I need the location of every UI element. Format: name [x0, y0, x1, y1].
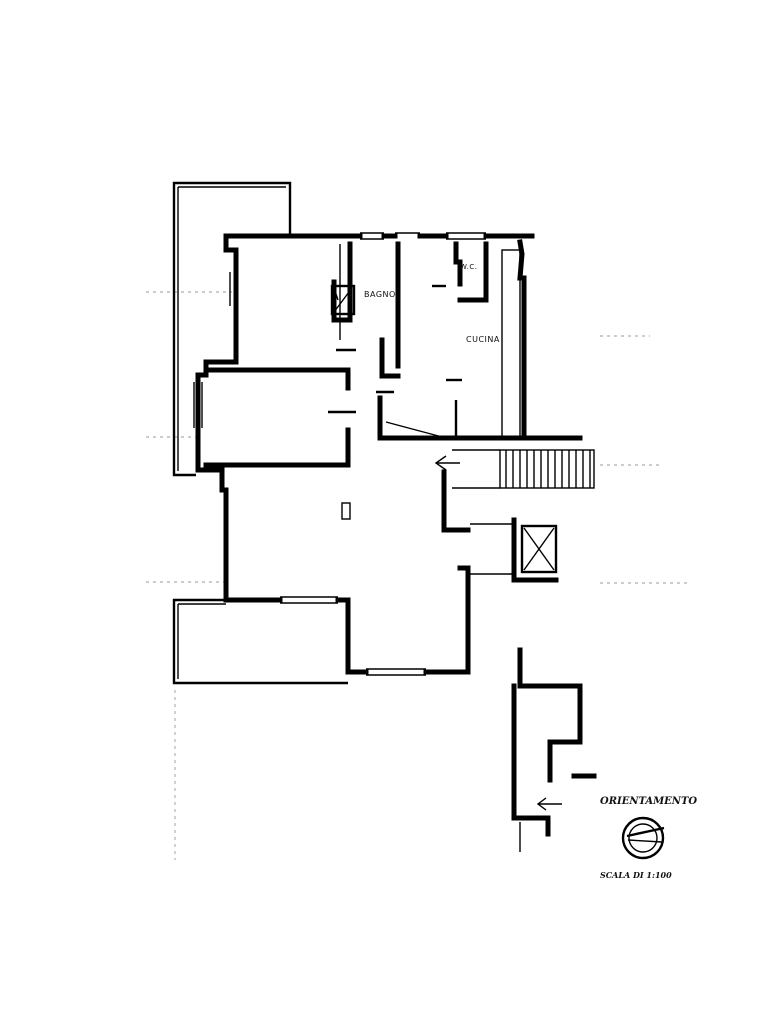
windows	[193, 232, 486, 676]
bathroom-shaft	[330, 244, 356, 340]
living-column	[341, 502, 351, 520]
elevator-shaft	[470, 517, 559, 583]
guide-lines	[146, 291, 690, 860]
lower-right-structure	[511, 647, 597, 852]
scale-label: SCALA DI 1:100	[600, 870, 672, 880]
landing-line	[385, 421, 447, 439]
balcony-bottom-left	[172, 598, 348, 685]
room-label-cucina: CUCINA	[466, 335, 500, 344]
room-label-wc: W.C.	[460, 263, 477, 271]
orientation-label: ORIENTAMENTO	[600, 796, 697, 807]
terrace-left	[172, 181, 292, 477]
entrance-arrow	[434, 455, 460, 471]
room-label-bagno: BAGNO	[364, 290, 396, 299]
staircase	[452, 449, 595, 489]
kitchen-counter	[501, 249, 521, 439]
interior-walls	[203, 241, 583, 468]
compass-icon	[621, 816, 665, 860]
